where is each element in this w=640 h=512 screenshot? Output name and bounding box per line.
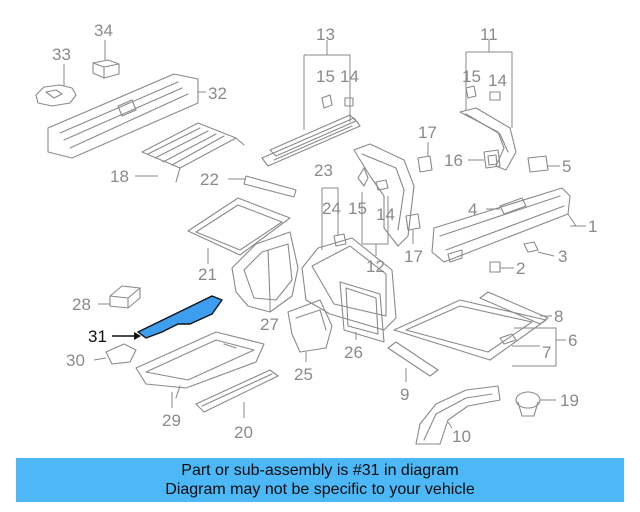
quarter-trim-upper[interactable] bbox=[353, 143, 415, 247]
caption-line-1: Part or sub-assembly is #31 in diagram bbox=[181, 462, 459, 479]
part-34[interactable] bbox=[92, 59, 120, 79]
part-19[interactable] bbox=[515, 391, 541, 417]
callout-4: 4 bbox=[468, 200, 477, 219]
part-6[interactable] bbox=[393, 299, 547, 361]
clip-14-top[interactable] bbox=[344, 97, 354, 107]
clip-15-top[interactable] bbox=[321, 94, 333, 109]
callout-14a: 14 bbox=[340, 67, 359, 86]
part-26[interactable] bbox=[339, 281, 385, 343]
callout-31: 31 bbox=[88, 327, 107, 346]
part-22[interactable] bbox=[243, 175, 297, 198]
callout-20: 20 bbox=[234, 423, 253, 442]
callout-13: 13 bbox=[316, 25, 335, 44]
callout-19: 19 bbox=[560, 391, 579, 410]
callout-30: 30 bbox=[66, 351, 85, 370]
callout-7: 7 bbox=[542, 343, 551, 362]
part-17-top[interactable] bbox=[417, 155, 433, 173]
callout-18: 18 bbox=[110, 167, 129, 186]
part-16[interactable] bbox=[483, 149, 501, 169]
callout-9: 9 bbox=[400, 385, 409, 404]
callout-22: 22 bbox=[200, 170, 219, 189]
callout-23: 23 bbox=[314, 161, 333, 180]
callout-28: 28 bbox=[72, 295, 91, 314]
callout-34: 34 bbox=[94, 21, 113, 40]
callout-3: 3 bbox=[558, 247, 567, 266]
clip-14-mid[interactable] bbox=[375, 179, 389, 191]
part-25[interactable] bbox=[287, 299, 333, 353]
clip-14-right[interactable] bbox=[489, 91, 501, 101]
callout-11: 11 bbox=[480, 25, 498, 44]
clip-15-mid[interactable] bbox=[357, 167, 369, 187]
part-30[interactable] bbox=[105, 343, 137, 365]
callout-27: 27 bbox=[260, 315, 279, 334]
callout-33: 33 bbox=[52, 45, 71, 64]
part-24[interactable] bbox=[333, 233, 347, 247]
callout-21: 21 bbox=[198, 265, 217, 284]
callout-24: 24 bbox=[322, 199, 341, 218]
callout-17a: 17 bbox=[418, 123, 437, 142]
highlight-caption-banner: Part or sub-assembly is #31 in diagram D… bbox=[16, 458, 624, 502]
callout-6: 6 bbox=[568, 331, 577, 350]
part-33[interactable] bbox=[35, 84, 77, 107]
part-9[interactable] bbox=[387, 341, 439, 377]
part-27[interactable] bbox=[231, 231, 299, 313]
part-32[interactable] bbox=[47, 73, 199, 159]
part-11-pillar[interactable] bbox=[459, 107, 517, 171]
callout-15b: 15 bbox=[462, 67, 481, 86]
callout-1: 1 bbox=[588, 217, 597, 236]
part-20[interactable] bbox=[195, 369, 279, 413]
callout-17b: 17 bbox=[404, 247, 423, 266]
callout-12: 12 bbox=[366, 257, 385, 276]
part-21[interactable] bbox=[187, 197, 291, 256]
callout-26: 26 bbox=[344, 343, 363, 362]
part-10[interactable] bbox=[415, 385, 501, 445]
part-1[interactable] bbox=[431, 187, 571, 263]
part-13-sill[interactable] bbox=[261, 114, 361, 167]
callout-15c: 15 bbox=[348, 199, 367, 218]
callout-31-arrowhead bbox=[134, 332, 141, 340]
callout-25: 25 bbox=[294, 365, 313, 384]
part-8[interactable] bbox=[479, 291, 549, 325]
part-3[interactable] bbox=[523, 241, 539, 253]
part-5[interactable] bbox=[527, 155, 549, 173]
callout-2: 2 bbox=[516, 259, 525, 278]
caption-line-2: Diagram may not be specific to your vehi… bbox=[165, 481, 475, 498]
callout-5: 5 bbox=[562, 157, 571, 176]
part-17-lower[interactable] bbox=[405, 213, 421, 231]
callout-10: 10 bbox=[452, 427, 471, 446]
part-18[interactable] bbox=[141, 122, 245, 183]
part-28[interactable] bbox=[109, 285, 141, 309]
callout-32: 32 bbox=[208, 84, 227, 103]
part-4[interactable] bbox=[499, 197, 527, 215]
part-23[interactable] bbox=[301, 237, 397, 331]
callout-16: 16 bbox=[444, 151, 463, 170]
part-2[interactable] bbox=[489, 261, 501, 273]
part-29[interactable] bbox=[135, 331, 265, 399]
callout-29: 29 bbox=[162, 411, 181, 430]
callout-14b: 14 bbox=[488, 71, 507, 90]
callout-14c: 14 bbox=[376, 205, 395, 224]
clip-15-right[interactable] bbox=[465, 85, 477, 99]
parts-diagram: 1 2 3 4 5 6 7 8 9 10 11 12 13 14 14 14 1… bbox=[35, 21, 597, 446]
part-31-highlighted[interactable] bbox=[137, 295, 223, 339]
callout-15a: 15 bbox=[316, 67, 335, 86]
callout-8: 8 bbox=[554, 307, 563, 326]
